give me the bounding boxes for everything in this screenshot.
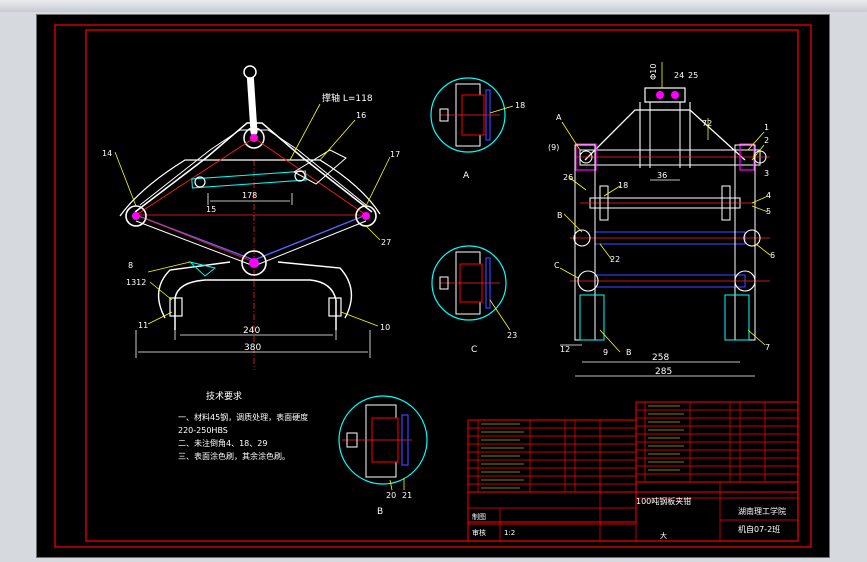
detail-b-label: B: [377, 507, 383, 517]
side-72: 72: [702, 119, 712, 128]
notes-line4: 三、表面涂色刷，其余涂色刷。: [178, 451, 290, 461]
side-4: 4: [766, 191, 771, 200]
dim-178: 178: [242, 191, 257, 200]
main-leaders: [114, 103, 391, 327]
lifting-eye: [246, 68, 258, 136]
notes-title: 技术要求: [206, 390, 242, 402]
upper-frame-outline: [134, 122, 373, 213]
side-25: 25: [688, 71, 698, 80]
side-22: 22: [610, 255, 620, 264]
label-17: 17: [390, 150, 400, 159]
side-A: A: [556, 113, 562, 122]
jaw-left-arm: [157, 261, 231, 319]
detail-c-label: C: [471, 345, 477, 355]
left-pin: [132, 212, 140, 220]
label-1312: 1312: [126, 278, 146, 287]
notes-line1: 一、材料45钢，调质处理，表面硬度: [178, 412, 308, 422]
red-diag-2: [253, 137, 367, 216]
side-24: 24: [674, 71, 684, 80]
side-9: (9): [548, 143, 559, 152]
side-18: 18: [618, 181, 628, 190]
top-pin-boss: [243, 127, 265, 149]
jaw-right-arm: [277, 261, 353, 319]
notes-line2: 220-250HBS: [178, 426, 228, 435]
center-pin-boss: [241, 250, 267, 276]
right-pin: [362, 212, 370, 220]
detail-b-21: 21: [402, 491, 412, 500]
label-11: 11: [138, 321, 148, 330]
link-right-edge: [253, 220, 367, 267]
title-school-1: 湖南理工学院: [738, 506, 786, 516]
side-3: 3: [764, 169, 769, 178]
main-dimensions: [135, 193, 371, 358]
support-rod: [191, 170, 307, 189]
side-6: 6: [770, 251, 775, 260]
detail-c-part: 23: [507, 331, 517, 340]
detail-a-label: A: [463, 171, 470, 181]
side-26: 26: [563, 173, 573, 182]
dim-240: 240: [243, 326, 260, 336]
label-16: 16: [356, 111, 366, 120]
side-phi10: Φ10: [649, 64, 658, 80]
rod-end-right: [294, 170, 306, 182]
side-C: C: [554, 261, 560, 270]
upper-frame-inner: [139, 129, 367, 206]
dim-380: 380: [244, 343, 261, 353]
side-9b: 9: [603, 348, 608, 357]
side-5: 5: [766, 207, 771, 216]
side-B: B: [557, 211, 563, 220]
side-12: 12: [560, 345, 570, 354]
side-view: Φ10 24 25 72 A (9) 1 2 3 36 26 18 4 5 B …: [548, 62, 775, 377]
label-15: 15: [206, 205, 216, 214]
link-right: [253, 214, 367, 261]
detail-b: 20 21 B: [338, 395, 428, 517]
title-part-name: 100吨钢板夹钳: [636, 496, 691, 506]
handle-bracket: [293, 149, 347, 185]
title-scale: 1:2: [504, 529, 515, 537]
label-10: 10: [380, 323, 390, 332]
title-code: 大: [660, 531, 667, 540]
title-drawn-label: 制图: [472, 512, 486, 521]
right-pad: [328, 297, 342, 317]
center-pin: [249, 258, 259, 268]
detail-a-part: 18: [515, 101, 525, 110]
window-titlebar: [0, 0, 867, 12]
frame-arms: [119, 159, 381, 217]
side-258: 258: [652, 353, 669, 363]
parts-list: 100吨钢板夹钳 湖南理工学院 机自07-2班 制图 审核 1:2 大: [467, 401, 799, 542]
link-left-edge: [135, 220, 255, 267]
notes-line3: 二、未注倒角4、18、29: [178, 438, 267, 448]
title-check-label: 审核: [472, 528, 486, 537]
label-8: 8: [128, 261, 133, 270]
jaw-lower-outline: [174, 279, 337, 330]
side-Bb: B: [626, 348, 632, 357]
label-27: 27: [381, 238, 391, 247]
inner-border: [85, 29, 799, 542]
side-36: 36: [657, 171, 667, 180]
side-1: 1: [764, 123, 769, 132]
label-14: 14: [102, 149, 112, 158]
title-school-2: 机自07-2班: [738, 524, 780, 534]
side-2: 2: [764, 136, 769, 145]
side-285: 285: [655, 367, 672, 377]
red-diag-1: [135, 137, 255, 216]
side-7: 7: [765, 343, 770, 352]
detail-c: 23 C: [431, 245, 517, 355]
left-pad: [169, 297, 183, 317]
rod-end-left: [194, 176, 206, 188]
main-view: 撑轴 L=118 16 14 17 15 178 27 8 1312 11 10…: [102, 65, 400, 370]
detail-b-20: 20: [386, 491, 396, 500]
technical-notes: 技术要求 一、材料45钢，调质处理，表面硬度 220-250HBS 二、未注倒角…: [178, 390, 308, 461]
drawing-viewport[interactable]: [36, 14, 830, 558]
detail-a: 18 A: [430, 77, 525, 181]
label-rope: 撑轴 L=118: [322, 92, 373, 104]
red-diag-3: [135, 214, 255, 263]
jaw-brace: [188, 261, 216, 277]
lifting-eye-hole: [243, 65, 257, 79]
outer-border: [54, 24, 812, 548]
